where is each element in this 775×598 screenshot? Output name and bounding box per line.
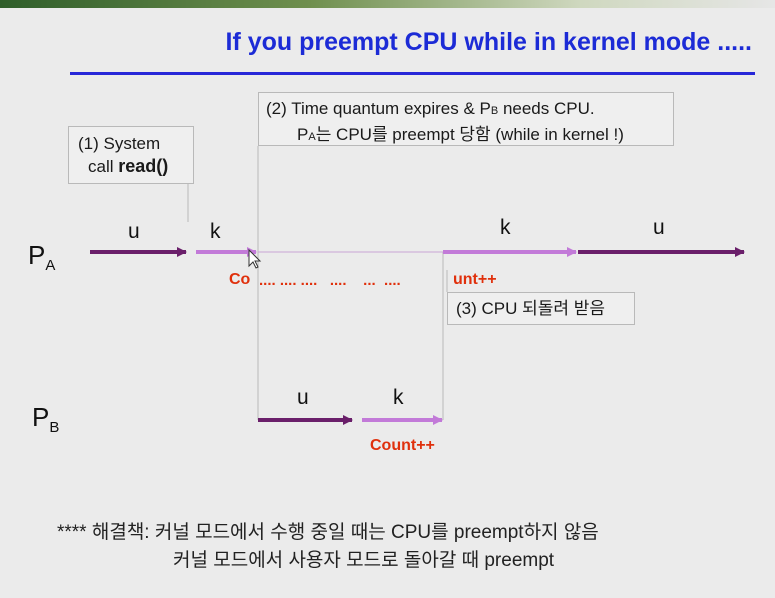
pb-kernel-label: k [393, 386, 404, 409]
note-time-quantum: (2) Time quantum expires & PB needs CPU.… [258, 92, 674, 146]
slide-top-band [0, 0, 775, 8]
process-a-label: PA [28, 240, 55, 274]
count-start-label: Co [229, 271, 251, 288]
note-system-call: (1) System call read() [68, 126, 194, 184]
process-a-main: P [28, 240, 46, 270]
pa-user-label-1: u [128, 220, 140, 243]
note2-line2: PA는 CPU를 preempt 당함 (while in kernel !) [266, 123, 673, 149]
note1-line2-prefix: call [88, 157, 119, 176]
note2-line2-a: P [297, 125, 309, 144]
note2-line1: (2) Time quantum expires & PB needs CPU. [266, 97, 673, 123]
pa-kernel-label-1: k [210, 220, 221, 243]
footer-solution-line1: **** 해결책: 커널 모드에서 수행 중일 때는 CPU를 preempt하… [57, 522, 599, 543]
process-b-sub: B [49, 419, 60, 436]
note2-line2-b: 는 CPU를 preempt 당함 (while in kernel !) [315, 125, 624, 144]
slide-title: If you preempt CPU while in kernel mode … [225, 28, 753, 56]
note2-line1-a: (2) Time quantum expires & P [266, 99, 491, 118]
process-a-sub: A [45, 257, 56, 274]
title-underline [70, 72, 755, 75]
note2-line2-sub: A [308, 131, 316, 143]
process-b-label: PB [32, 402, 59, 436]
footer-solution-line2: 커널 모드에서 사용자 모드로 돌아갈 때 preempt [173, 550, 555, 571]
note2-line1-sub: B [490, 105, 499, 117]
note-cpu-returned: (3) CPU 되돌려 받음 [447, 292, 635, 325]
count-end-label: unt++ [453, 271, 497, 288]
note1-line2: call read() [78, 155, 193, 178]
note1-line1: (1) System [78, 134, 161, 153]
count-dots: .... .... .... .... ... .... [259, 272, 401, 289]
process-b-main: P [32, 402, 50, 432]
count-b-label: Count++ [370, 437, 435, 454]
mouse-cursor-icon [248, 248, 262, 269]
note2-line1-b: needs CPU. [498, 99, 595, 118]
pa-kernel-label-2: k [500, 216, 511, 239]
pb-user-label: u [297, 386, 309, 409]
pa-user-label-2: u [653, 216, 665, 239]
note1-read-call: read() [118, 156, 169, 176]
